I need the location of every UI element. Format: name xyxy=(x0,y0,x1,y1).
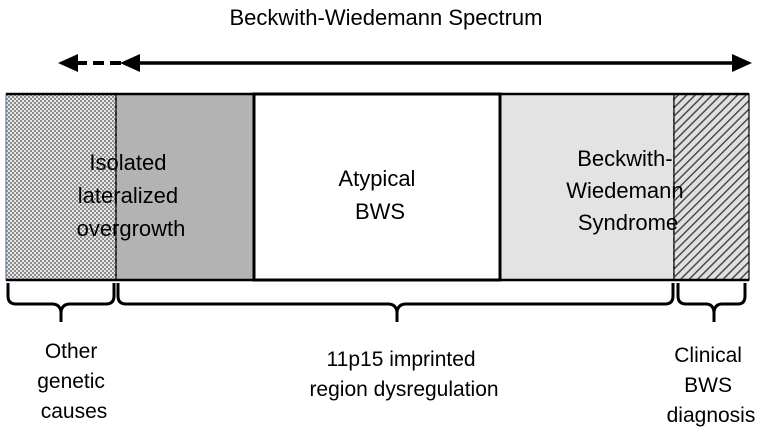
brackets xyxy=(6,283,747,322)
arrow-left-inner-head xyxy=(120,54,140,72)
label-imprinted-region-dysregulation: 11p15 imprinted region dysregulation xyxy=(309,348,498,401)
label-other-genetic-causes: Other genetic causes xyxy=(37,340,111,423)
segment-isolated-lateralized-overgrowth xyxy=(115,93,255,281)
label-clinical-line-3: diagnosis xyxy=(667,404,756,427)
diagram-title: Beckwith-Wiedemann Spectrum xyxy=(229,5,542,30)
bracket-other-genetic-causes xyxy=(6,283,116,322)
spectrum-bar xyxy=(5,92,750,282)
label-other-line-1: Other xyxy=(45,340,98,363)
label-bws-line-1: Beckwith- xyxy=(577,146,672,171)
arrow-right-head xyxy=(732,54,752,72)
label-beckwith-wiedemann-syndrome: Beckwith- Wiedemann Syndrome xyxy=(566,146,690,235)
label-isolated-line-1: Isolated xyxy=(89,150,166,175)
bracket-imprinted-region xyxy=(116,283,675,322)
label-imprinted-line-1: 11p15 imprinted xyxy=(327,348,476,371)
label-atypical-line-1: Atypical xyxy=(338,166,415,191)
label-isolated-lateralized-overgrowth: Isolated lateralized overgrowth xyxy=(77,150,186,241)
bracket-clinical-bws xyxy=(676,283,747,322)
arrow-left-head xyxy=(58,54,78,72)
label-isolated-line-2: lateralized xyxy=(78,183,178,208)
label-clinical-line-1: Clinical xyxy=(674,344,742,367)
spectrum-arrow xyxy=(58,54,752,72)
label-bws-line-2: Wiedemann xyxy=(566,178,683,203)
label-atypical-line-2: BWS xyxy=(355,199,405,224)
label-clinical-bws-diagnosis: Clinical BWS diagnosis xyxy=(667,344,756,427)
label-bws-line-3: Syndrome xyxy=(578,210,678,235)
label-other-line-3: causes xyxy=(41,400,108,423)
label-imprinted-line-2: region dysregulation xyxy=(309,378,498,401)
label-clinical-line-2: BWS xyxy=(684,374,732,397)
label-isolated-line-3: overgrowth xyxy=(77,216,186,241)
label-atypical-bws: Atypical BWS xyxy=(338,166,421,224)
label-other-line-2: genetic xyxy=(37,370,105,393)
